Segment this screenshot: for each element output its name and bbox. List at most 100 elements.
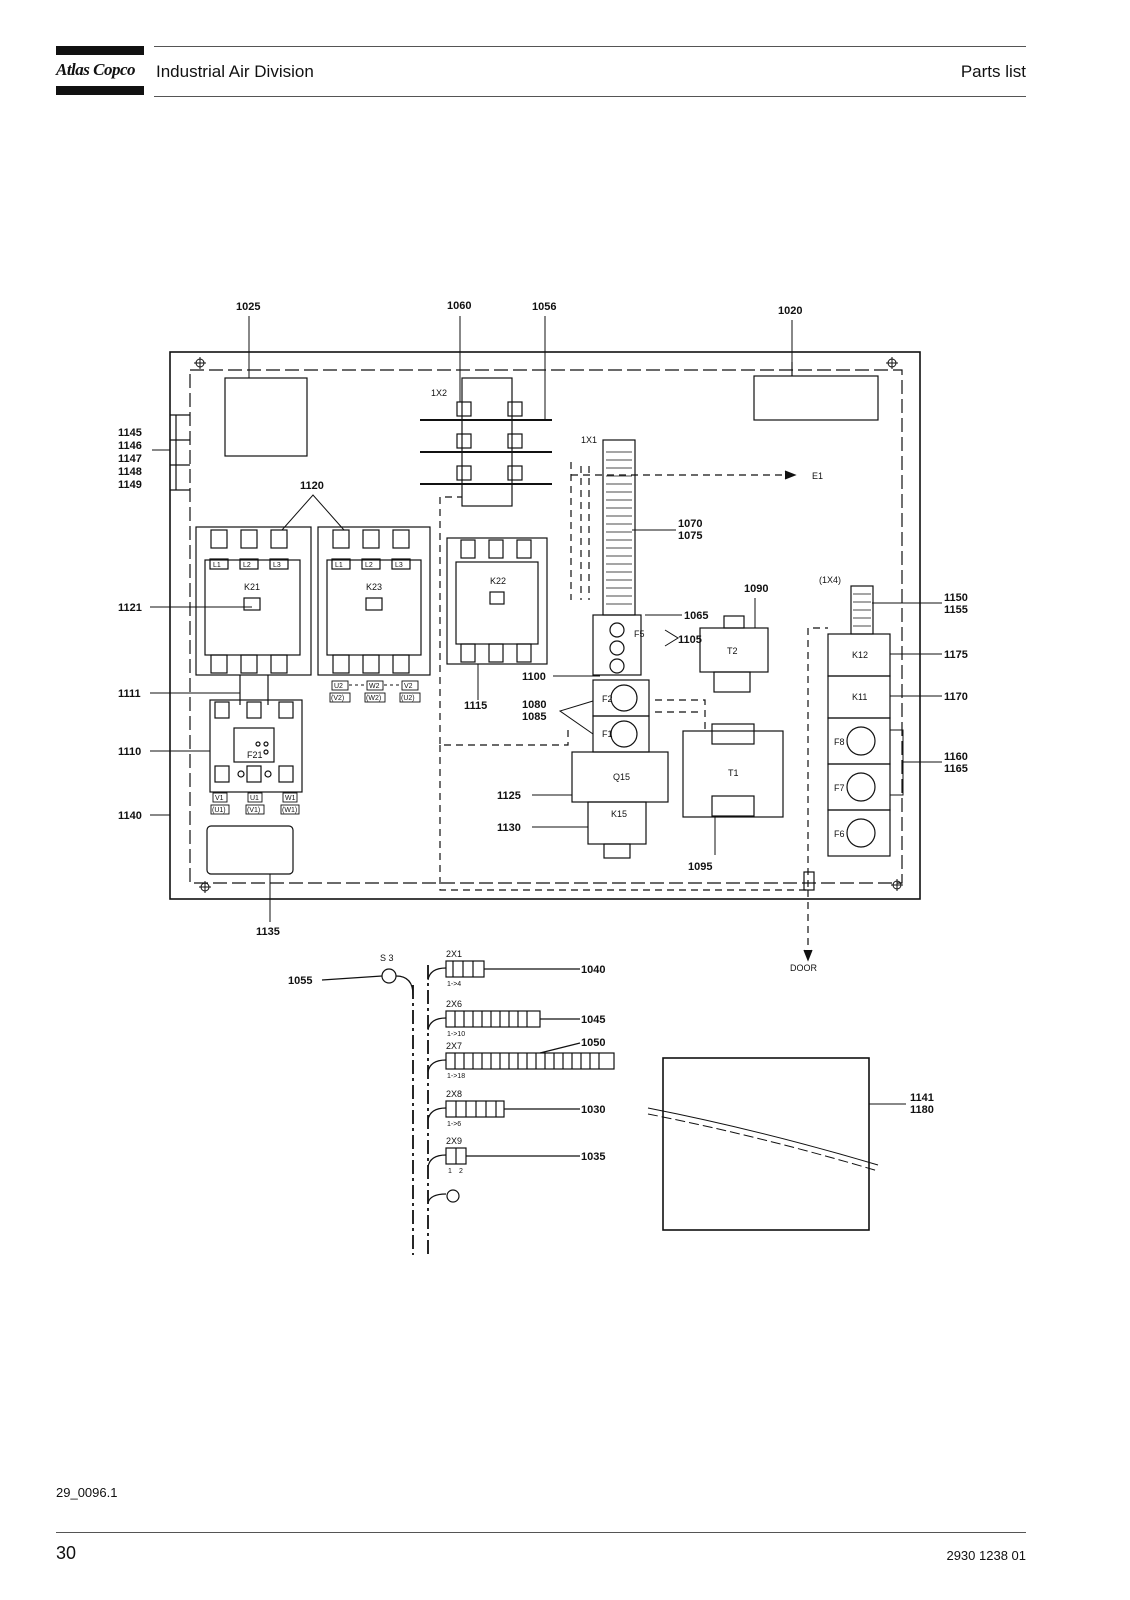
label-2x7: 2X7 (446, 1041, 462, 1051)
transformer-t1 (682, 723, 784, 818)
label-door: DOOR (790, 963, 818, 973)
motor-terminal-tags (210, 680, 421, 815)
callout-1145: 1145 (118, 427, 142, 439)
document-number: 2930 1238 01 (946, 1548, 1026, 1563)
division-name: Industrial Air Division (156, 62, 314, 81)
callout-1090: 1090 (744, 583, 768, 595)
label-2x8: 2X8 (446, 1089, 462, 1099)
label-f8: F8 (834, 737, 845, 747)
label-1x4: (1X4) (819, 575, 841, 585)
arrow-e1 (784, 470, 797, 480)
tag-w2-paren: (W2) (366, 695, 381, 702)
door-panel (662, 1057, 870, 1231)
tag-u2-paren: (U2) (401, 695, 415, 702)
callout-1147: 1147 (118, 453, 142, 465)
label-1x2: 1X2 (431, 388, 447, 398)
terminal-strip-1x1 (602, 439, 636, 616)
tag-l3-k21: L3 (273, 562, 281, 569)
callout-1125: 1125 (497, 790, 521, 802)
tag-u1-paren: (U1) (212, 807, 226, 814)
callout-1121: 1121 (118, 602, 142, 614)
section-title: Parts list (960, 62, 1026, 81)
callout-1045: 1045 (581, 1014, 605, 1026)
range-2x8: 1->6 (447, 1121, 461, 1128)
callout-1050: 1050 (581, 1037, 605, 1049)
callout-1080: 1080 (522, 699, 546, 711)
switch-s3 (381, 968, 397, 984)
tag-l3-k23: L3 (395, 562, 403, 569)
label-f6: F6 (834, 829, 845, 839)
gland-plate-1025 (224, 377, 308, 457)
page-number: 30 (56, 1543, 77, 1563)
connector-2x7 (445, 1042, 615, 1070)
tag-v2: V2 (404, 683, 413, 690)
label-1x1: 1X1 (581, 435, 597, 445)
callout-1070: 1070 (678, 518, 702, 530)
tag-l2-k23: L2 (365, 562, 373, 569)
door-earth-terminal (803, 871, 815, 891)
callout-1065: 1065 (684, 610, 708, 622)
edge-markers (170, 414, 190, 491)
arrow-door (803, 949, 813, 962)
callout-1100: 1100 (522, 671, 546, 683)
label-2x1: 2X1 (446, 949, 462, 959)
callout-1160: 1160 (944, 751, 968, 763)
callout-1020: 1020 (778, 305, 802, 317)
tag-l1-k21: L1 (213, 562, 221, 569)
callout-1040: 1040 (581, 964, 605, 976)
callout-1180: 1180 (910, 1104, 934, 1116)
callout-1141: 1141 (910, 1092, 934, 1104)
callout-1056: 1056 (532, 301, 556, 313)
pin-1-2x9: 1 (448, 1168, 452, 1175)
tag-w2: W2 (369, 683, 380, 690)
connector-2x8 (445, 1100, 580, 1118)
callout-1130: 1130 (497, 822, 521, 834)
callout-1115: 1115 (464, 700, 487, 712)
label-2x6: 2X6 (446, 999, 462, 1009)
callout-1110: 1110 (118, 746, 141, 758)
range-2x1: 1->4 (447, 981, 461, 988)
callout-1111: 1111 (118, 688, 141, 700)
connector-2x9 (445, 1147, 580, 1165)
range-2x7: 1->18 (447, 1073, 465, 1080)
mounting-plate (169, 351, 921, 900)
callout-1055: 1055 (288, 975, 312, 987)
callout-leaders (150, 316, 942, 922)
callout-1030: 1030 (581, 1104, 605, 1116)
callout-1120: 1120 (300, 480, 324, 492)
callout-1035: 1035 (581, 1151, 605, 1163)
connector-2x6 (445, 1010, 580, 1028)
label-t2: T2 (727, 646, 738, 656)
label-k12: K12 (852, 650, 868, 660)
pin-2-2x9: 2 (459, 1168, 463, 1175)
callout-1105: 1105 (678, 634, 702, 646)
door-cable-tie (647, 1107, 879, 1172)
label-f2: F2 (602, 694, 613, 704)
callout-1155: 1155 (944, 604, 968, 616)
tag-u2: U2 (334, 683, 343, 690)
callout-1075: 1075 (678, 530, 702, 542)
tag-u1: U1 (250, 795, 259, 802)
figure-code: 29_0096.1 (56, 1485, 118, 1500)
range-2x6: 1->10 (447, 1031, 465, 1038)
callout-1025: 1025 (236, 301, 260, 313)
callout-1149: 1149 (118, 479, 142, 491)
label-q15: Q15 (613, 772, 630, 782)
tag-l2-k21: L2 (243, 562, 251, 569)
label-k21: K21 (244, 582, 260, 592)
label-f21: F21 (247, 750, 263, 760)
relays-k11-k12 (827, 633, 891, 719)
tag-w1: W1 (285, 795, 296, 802)
contactor-k23 (317, 526, 431, 676)
label-k22: K22 (490, 576, 506, 586)
callout-1148: 1148 (118, 466, 142, 478)
tag-w1-paren: (W1) (282, 807, 297, 814)
plate-dashed-outline (189, 369, 903, 884)
tag-v1: V1 (215, 795, 224, 802)
terminal-strip-1x4 (850, 585, 874, 635)
label-f1: F1 (602, 729, 613, 739)
label-k23: K23 (366, 582, 382, 592)
label-2x9: 2X9 (446, 1136, 462, 1146)
callout-1135: 1135 (256, 926, 280, 938)
